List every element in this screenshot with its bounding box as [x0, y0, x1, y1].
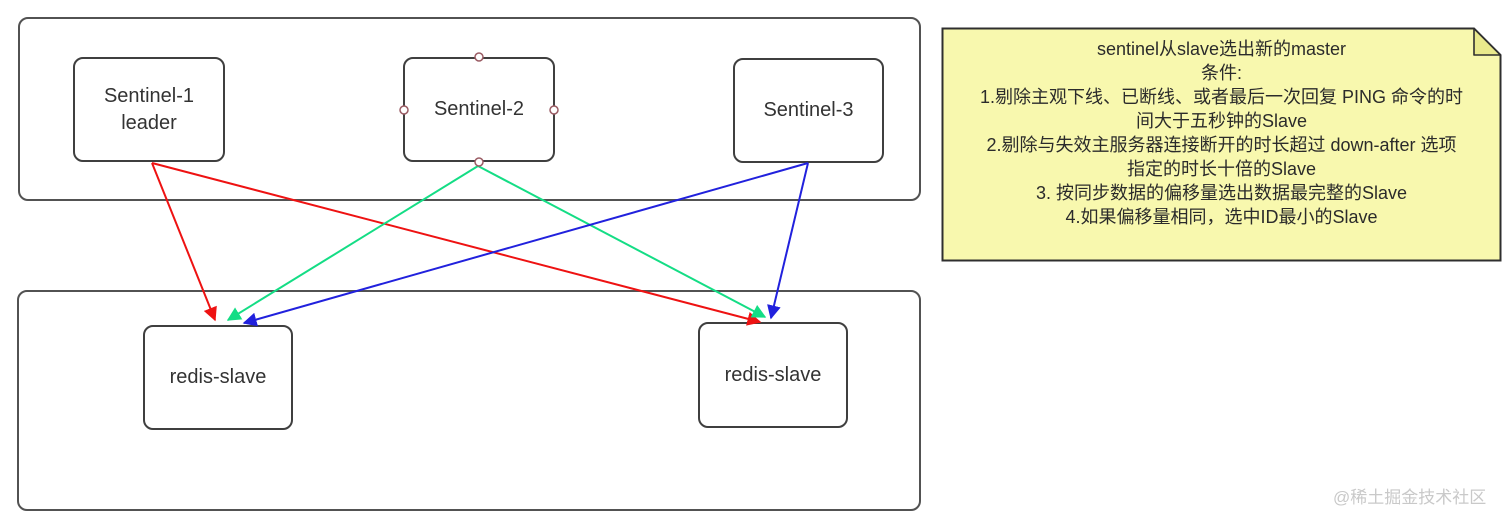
connection-handle[interactable] [474, 157, 484, 167]
connection-handle[interactable] [474, 52, 484, 62]
connector-sentinel-2-to-redis-slave-left[interactable] [226, 165, 479, 321]
node-redis-slave-left[interactable]: redis-slave [143, 325, 293, 430]
note-line: 3. 按同步数据的偏移量选出数据最完整的Slave [1035, 183, 1408, 203]
note-title: sentinel从slave选出新的master [1096, 39, 1347, 59]
node-label: Sentinel-1 [103, 84, 195, 107]
note-line: 间大于五秒钟的Slave [1135, 111, 1308, 131]
watermark-text: @稀土掘金技术社区 [1333, 488, 1487, 507]
note-line: 条件: [1200, 63, 1242, 83]
connection-handle[interactable] [549, 105, 559, 115]
connector-sentinel-3-to-redis-slave-left[interactable] [242, 162, 809, 327]
node-sentinel-2[interactable]: Sentinel-2 [403, 57, 555, 162]
connector-sentinel-3-to-redis-slave-right[interactable] [767, 162, 809, 320]
node-sentinel-3[interactable]: Sentinel-3 [733, 58, 884, 163]
folded-corner-icon [1473, 27, 1502, 56]
note-line: 指定的时长十倍的Slave [1126, 159, 1317, 179]
note-line: 4.如果偏移量相同，选中ID最小的Slave [1065, 207, 1378, 227]
node-label: redis-slave [724, 363, 822, 386]
connector-sentinel-1-to-redis-slave-right[interactable] [151, 162, 762, 326]
node-label: leader [121, 111, 177, 134]
node-redis-slave-right[interactable]: redis-slave [698, 322, 848, 428]
note-line: 2.剔除与失效主服务器连接断开的时长超过 down-after 选项 [986, 135, 1457, 155]
node-label: redis-slave [169, 366, 267, 388]
node-label: Sentinel-3 [763, 99, 854, 121]
sentinels-group-frame[interactable] [18, 17, 921, 201]
connector-sentinel-2-to-redis-slave-right[interactable] [477, 165, 767, 318]
sticky-note-text: sentinel从slave选出新的master 条件: 1.剔除主观下线、已断… [941, 27, 1502, 229]
connection-handle[interactable] [399, 105, 409, 115]
sticky-note-shape [941, 27, 1502, 262]
node-label: Sentinel-2 [433, 98, 525, 120]
node-sentinel-1[interactable]: Sentinel-1 leader [73, 57, 225, 162]
sticky-note[interactable]: sentinel从slave选出新的master 条件: 1.剔除主观下线、已断… [941, 27, 1502, 262]
connector-sentinel-1-to-redis-slave-left[interactable] [151, 162, 217, 322]
note-line: 1.剔除主观下线、已断线、或者最后一次回复 PING 命令的时 [979, 87, 1464, 107]
slaves-group-frame[interactable] [17, 290, 921, 511]
